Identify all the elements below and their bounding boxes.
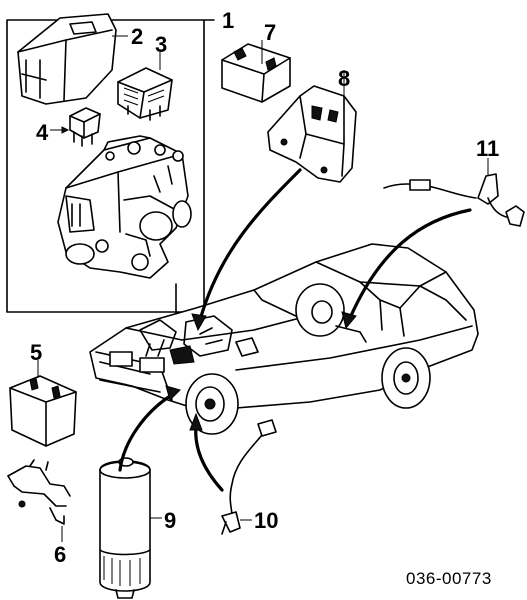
- engine-bay: [139, 315, 259, 365]
- callout-6: 6: [54, 542, 66, 567]
- callout-5: 5: [30, 340, 42, 365]
- callout-1: 1: [222, 8, 234, 33]
- part-9-accumulator: [99, 457, 162, 599]
- part-3-relay: [117, 52, 173, 121]
- callout-7: 7: [264, 20, 276, 45]
- callout-8: 8: [338, 66, 350, 91]
- callout-4: 4: [36, 120, 49, 145]
- part-5-battery: [9, 360, 77, 447]
- part-10-sensor: [221, 419, 277, 535]
- part-8-bracket: [267, 70, 357, 183]
- part-4-small-relay: [50, 107, 101, 147]
- reference-code: 036-00773: [406, 569, 492, 588]
- callout-3: 3: [155, 32, 167, 57]
- front-wheel: [185, 373, 239, 435]
- callout-11: 11: [476, 136, 499, 161]
- callout-10: 10: [254, 508, 278, 533]
- car-body: [89, 243, 479, 413]
- part-7-battery: [221, 40, 291, 103]
- part-2-cover: [17, 13, 128, 105]
- rear-wheel: [381, 347, 431, 409]
- rear-reservoir: [295, 283, 367, 343]
- part-11-sensor: [383, 158, 525, 227]
- callout-9: 9: [164, 508, 176, 533]
- part-1-pump-assembly: [57, 135, 192, 279]
- part-6-bracket: [7, 459, 71, 542]
- location-arrows: [118, 168, 472, 492]
- callout-2: 2: [131, 24, 143, 49]
